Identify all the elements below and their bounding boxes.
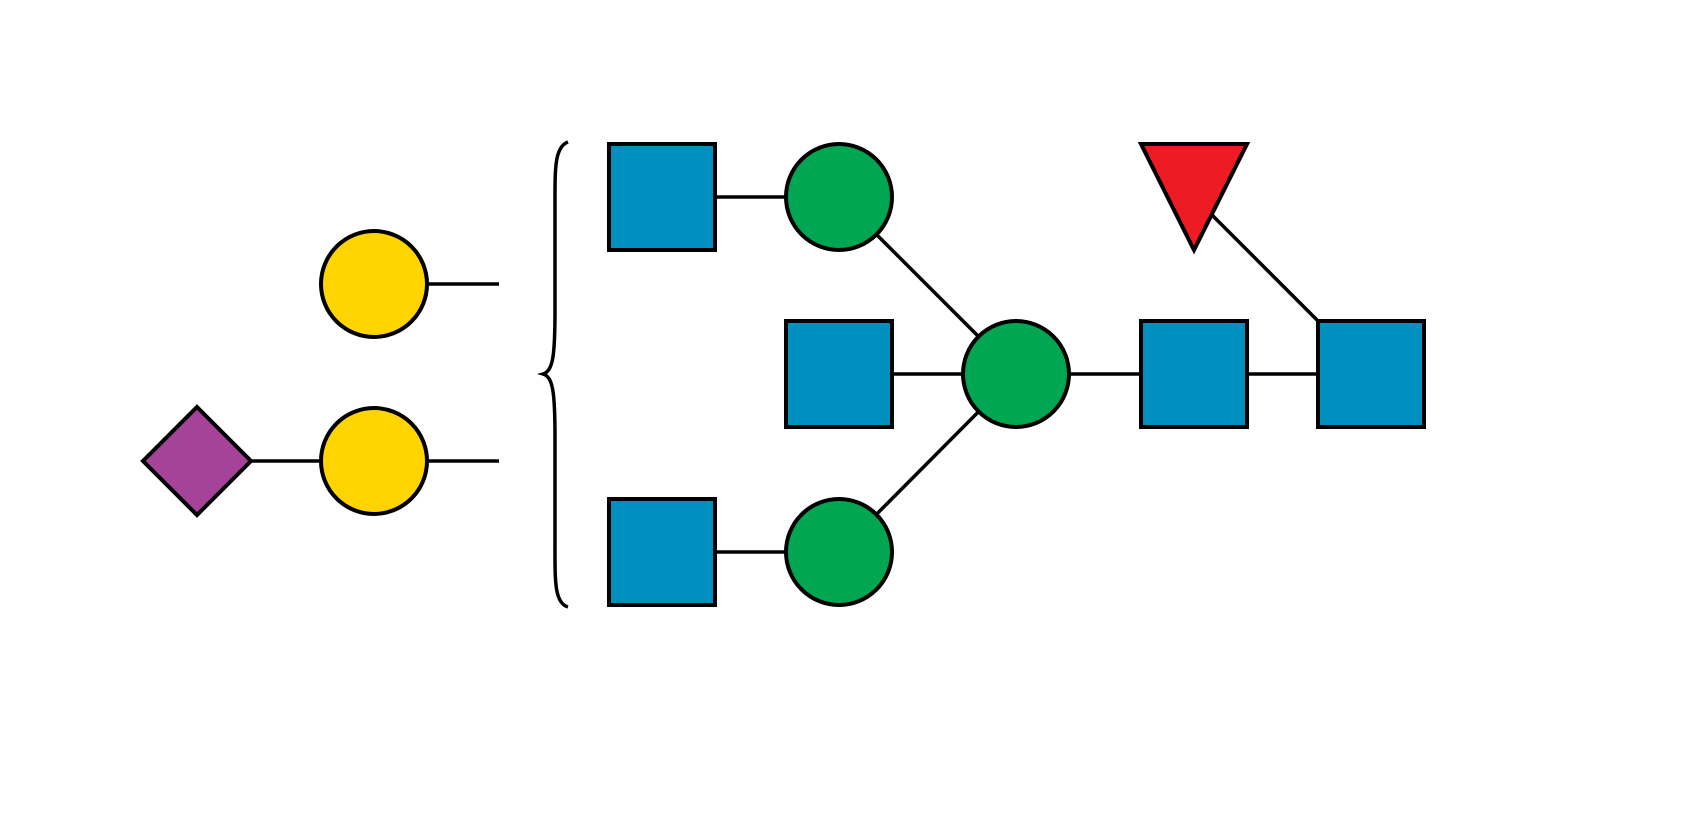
- residues: [140, 142, 1426, 607]
- upper-antenna-glcnac-icon: [607, 142, 717, 252]
- link-core-glcnac-to-fucose: [1209, 212, 1320, 323]
- core-glcnac-2-icon: [1139, 319, 1249, 429]
- upper-mannose-icon: [784, 142, 894, 252]
- core-fucose-icon: [1137, 142, 1251, 255]
- floating-galactose-2-icon: [319, 406, 429, 516]
- core-mannose-icon: [961, 319, 1071, 429]
- antenna-brace: [536, 140, 569, 609]
- lower-antenna-glcnac-icon: [607, 497, 717, 607]
- floating-neu5ac-icon: [140, 404, 254, 518]
- floating-galactose-1-icon: [319, 229, 429, 339]
- bisecting-glcnac-icon: [784, 319, 894, 429]
- lower-mannose-icon: [784, 497, 894, 607]
- core-glcnac-reducing-icon: [1316, 319, 1426, 429]
